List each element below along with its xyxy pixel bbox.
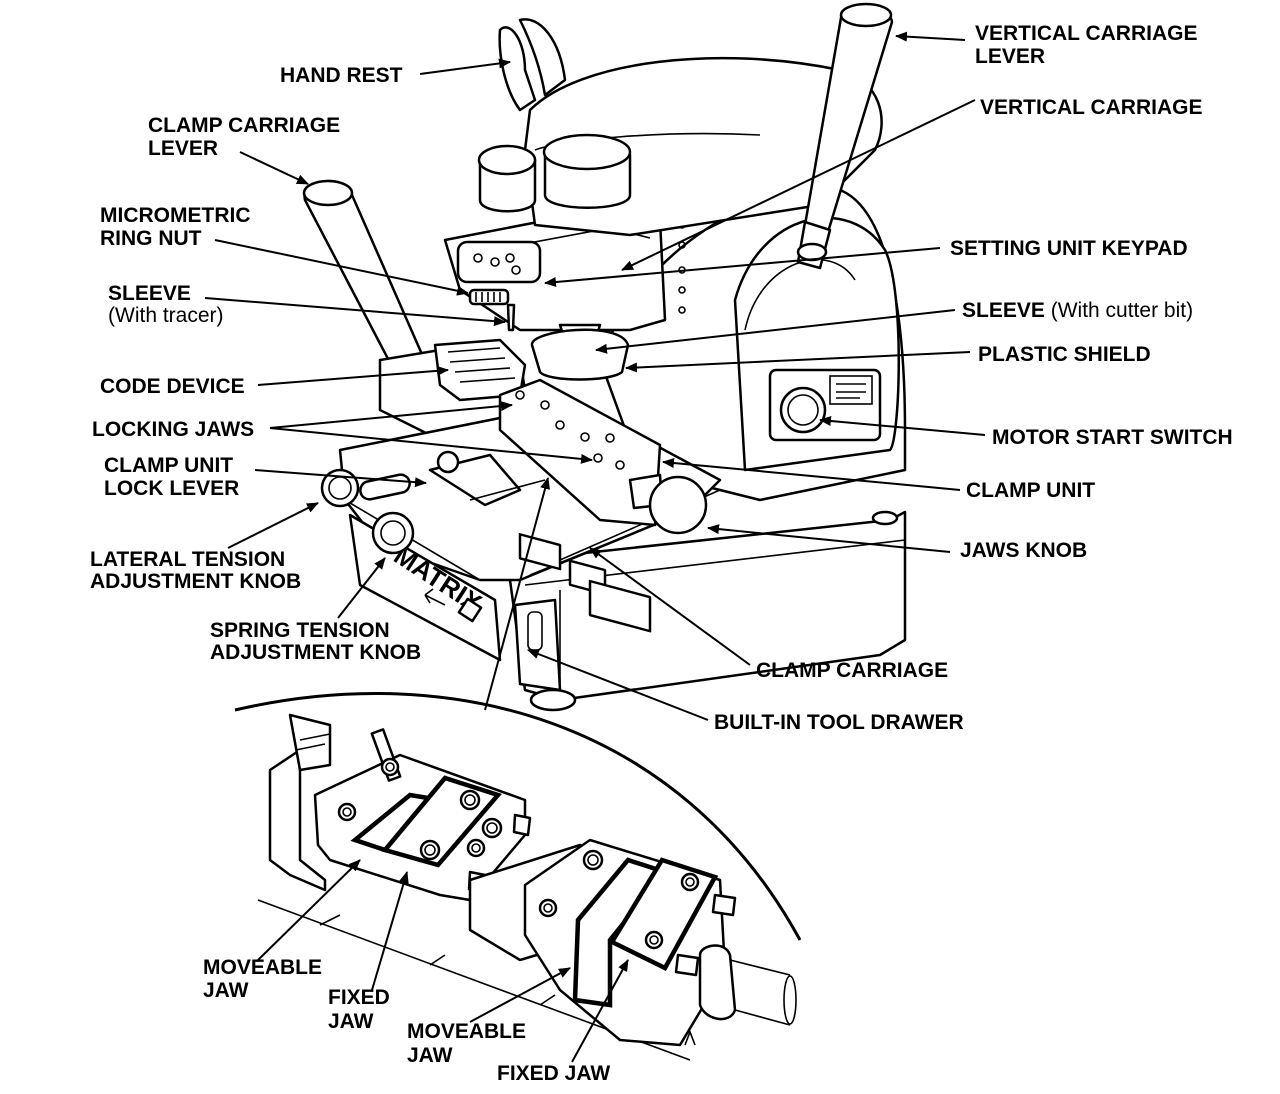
label-micrometric-ring-nut: MICROMETRIC xyxy=(100,204,251,227)
label-clamp-unit-lock-lever: CLAMP UNIT xyxy=(104,454,233,477)
label-fixed-jaw-left: JAW xyxy=(328,1010,374,1033)
spring-tension-knob xyxy=(371,511,415,555)
label-sleeve-tracer: (With tracer) xyxy=(108,304,224,327)
tracer-sleeve xyxy=(506,303,516,332)
jaws-knob xyxy=(648,475,708,535)
lateral-tension-knob xyxy=(320,468,360,508)
clamp-carriage-lever xyxy=(303,179,430,380)
micrometric-ring-nut xyxy=(468,288,510,306)
label-fixed-jaw-right: FIXED JAW xyxy=(497,1062,610,1085)
label-moveable-jaw-right: JAW xyxy=(407,1044,453,1067)
label-jaws-knob: JAWS KNOB xyxy=(960,539,1087,562)
label-sleeve-tracer: SLEEVE xyxy=(108,282,191,305)
label-spring-tension-knob: ADJUSTMENT KNOB xyxy=(210,641,421,664)
callout-labels: HAND REST VERTICAL CARRIAGE LEVER VERTIC… xyxy=(90,22,1233,1085)
label-spring-tension-knob: SPRING TENSION xyxy=(210,619,390,642)
label-vertical-carriage: VERTICAL CARRIAGE xyxy=(980,96,1202,119)
tool-drawer xyxy=(513,598,562,692)
label-clamp-carriage-lever: LEVER xyxy=(148,137,218,160)
label-micrometric-ring-nut: RING NUT xyxy=(100,227,202,250)
jaws-detail-inset xyxy=(234,692,802,1061)
label-moveable-jaw-left: MOVEABLE xyxy=(203,956,322,979)
plastic-shield xyxy=(530,328,630,381)
inset-pointer-arrow xyxy=(484,477,550,711)
label-vertical-carriage-lever: LEVER xyxy=(975,45,1045,68)
machine-foot xyxy=(529,688,577,712)
leader-lines xyxy=(204,31,986,1063)
inset-border-arc xyxy=(234,692,802,941)
label-plastic-shield: PLASTIC SHIELD xyxy=(978,343,1151,366)
label-vertical-carriage-lever: VERTICAL CARRIAGE xyxy=(975,22,1197,45)
label-code-device: CODE DEVICE xyxy=(100,375,245,398)
top-cylinder xyxy=(477,144,537,176)
label-clamp-unit: CLAMP UNIT xyxy=(966,479,1095,502)
label-clamp-unit-lock-lever: LOCK LEVER xyxy=(104,477,239,500)
label-lateral-tension-knob: ADJUSTMENT KNOB xyxy=(90,570,301,593)
label-clamp-carriage: CLAMP CARRIAGE xyxy=(756,659,948,682)
label-setting-unit-keypad: SETTING UNIT KEYPAD xyxy=(950,237,1188,260)
label-hand-rest: HAND REST xyxy=(280,64,403,87)
key-cutting-machine-illustration: MATRIX xyxy=(302,2,907,712)
label-sleeve-cutter: SLEEVE (With cutter bit) xyxy=(962,299,1193,322)
label-moveable-jaw-left: JAW xyxy=(203,979,249,1002)
label-motor-start-switch: MOTOR START SWITCH xyxy=(992,426,1233,449)
label-built-in-tool-drawer: BUILT-IN TOOL DRAWER xyxy=(714,711,964,734)
locking-jaws-assembly xyxy=(498,378,662,633)
hand-rest xyxy=(498,26,537,112)
label-fixed-jaw-left: FIXED xyxy=(328,986,390,1009)
hand-rest xyxy=(518,18,567,97)
label-clamp-carriage-lever: CLAMP CARRIAGE xyxy=(148,114,340,137)
label-moveable-jaw-right: MOVEABLE xyxy=(407,1020,526,1043)
machine-foot xyxy=(871,510,899,526)
top-cylinder xyxy=(542,133,632,171)
label-lateral-tension-knob: LATERAL TENSION xyxy=(90,548,285,571)
label-locking-jaws: LOCKING JAWS xyxy=(92,418,254,441)
